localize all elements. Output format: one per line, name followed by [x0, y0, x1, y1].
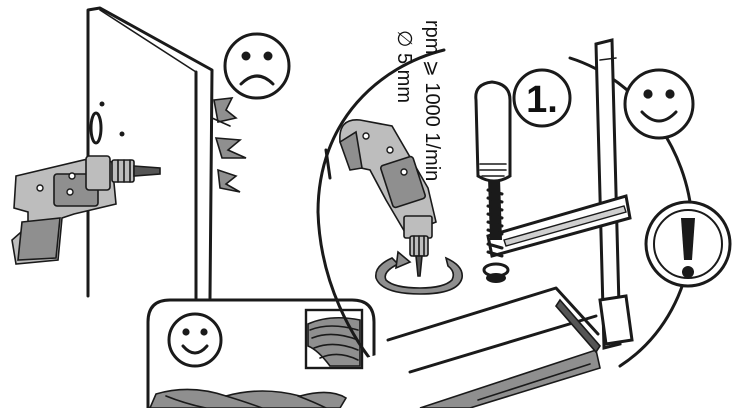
sad-face-icon: [225, 34, 289, 98]
wood-grain-icon: [306, 310, 362, 368]
panel-board: [88, 8, 212, 300]
clamp-handle: [476, 82, 510, 181]
drill-bit-inset: [148, 300, 374, 408]
bit-diameter: ∅ 5 mm: [393, 30, 415, 103]
exclamation-icon: [646, 202, 730, 286]
step-number: 1.: [526, 79, 558, 121]
happy-face-icon: [169, 314, 221, 366]
happy-face-icon: [625, 70, 693, 138]
correct-drilling-detail: 1. rpm ⩾ 1000 1/min ∅ 5 mm: [318, 20, 730, 408]
wrong-drilling-scene: [12, 8, 289, 300]
workbench: [366, 288, 600, 408]
step-badge: 1.: [514, 70, 570, 126]
speed-requirement: rpm ⩾ 1000 1/min: [421, 20, 443, 181]
twist-drill-bit: [150, 389, 346, 408]
splinter-marks: [212, 98, 246, 192]
speed-label-group: rpm ⩾ 1000 1/min: [421, 20, 443, 181]
diameter-label-group: ∅ 5 mm: [393, 30, 415, 103]
